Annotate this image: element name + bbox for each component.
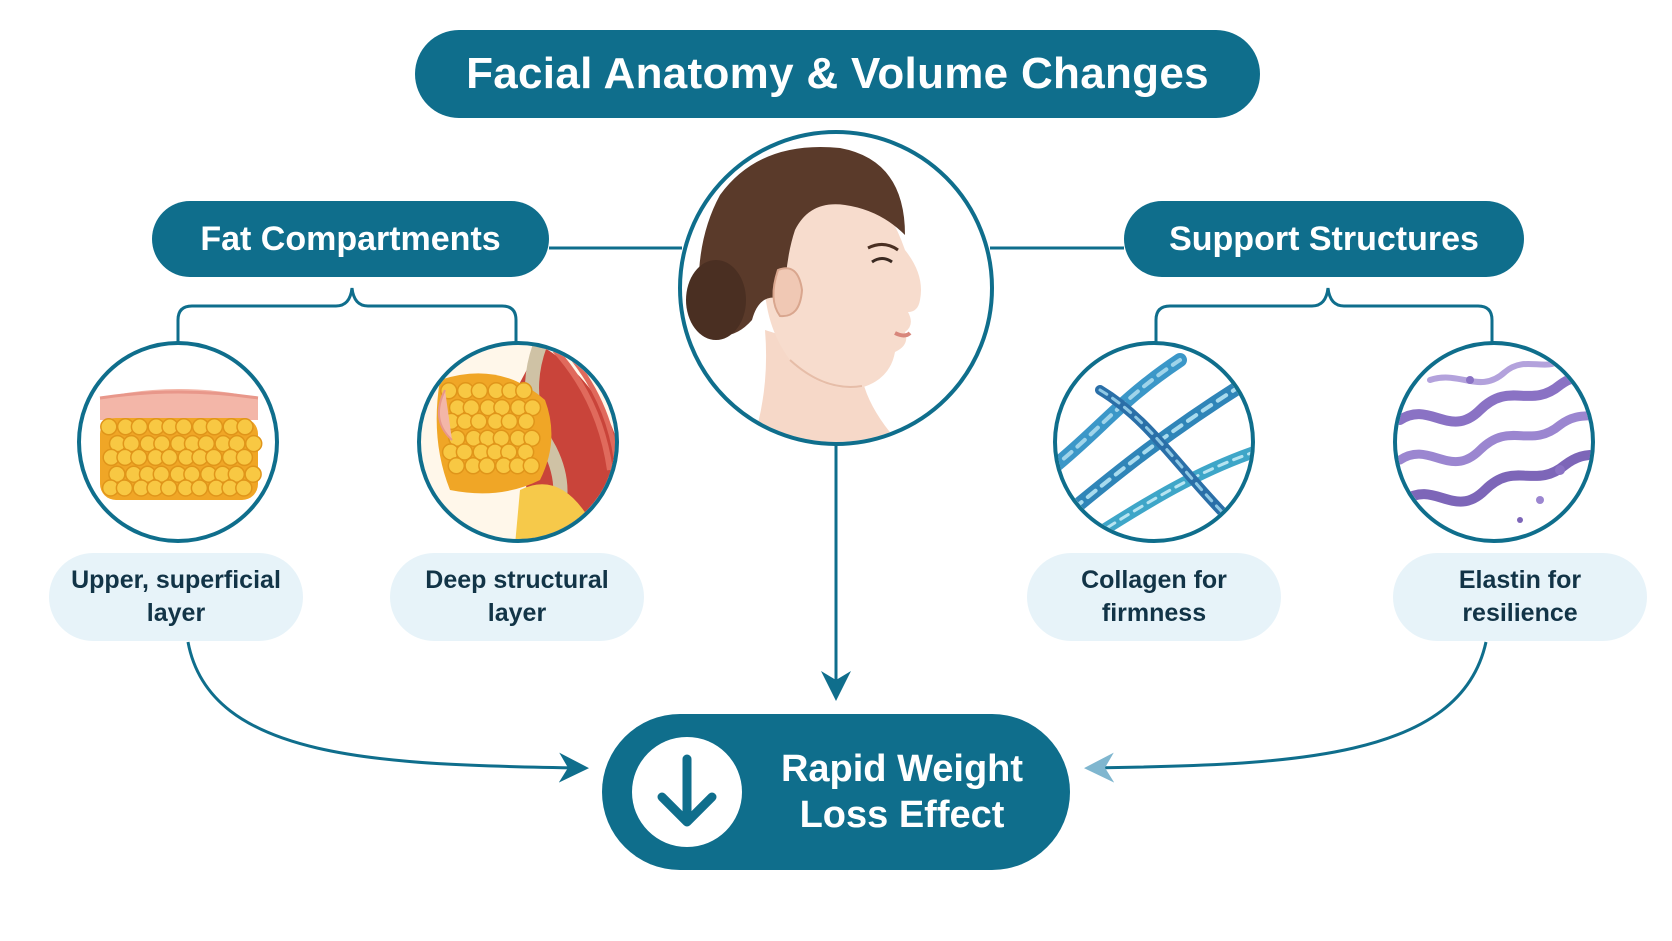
arrow-left-to-result xyxy=(186,641,589,783)
section-label-support-structures: Support Structures xyxy=(1124,201,1524,277)
elastin-fiber-icon xyxy=(1393,341,1595,543)
down-arrow-icon xyxy=(632,737,742,847)
diagram-title: Facial Anatomy & Volume Changes xyxy=(415,30,1260,118)
caption-superficial-layer: Upper, superficial layer xyxy=(49,553,303,641)
superficial-fat-icon xyxy=(77,341,279,543)
result-label: Rapid Weight Loss Effect xyxy=(780,748,1024,836)
bracket-right xyxy=(1154,287,1494,342)
section-label-fat-compartments: Fat Compartments xyxy=(152,201,549,277)
caption-deep-layer: Deep structural layer xyxy=(390,553,644,641)
caption-collagen: Collagen for firmness xyxy=(1027,553,1281,641)
deep-fat-icon xyxy=(417,341,619,543)
arrow-right-to-result xyxy=(1084,641,1488,783)
collagen-fiber-icon xyxy=(1053,341,1255,543)
caption-elastin: Elastin for resilience xyxy=(1393,553,1647,641)
result-node: Rapid Weight Loss Effect xyxy=(602,714,1070,870)
face-profile-icon xyxy=(678,130,994,446)
bracket-left xyxy=(176,287,518,342)
